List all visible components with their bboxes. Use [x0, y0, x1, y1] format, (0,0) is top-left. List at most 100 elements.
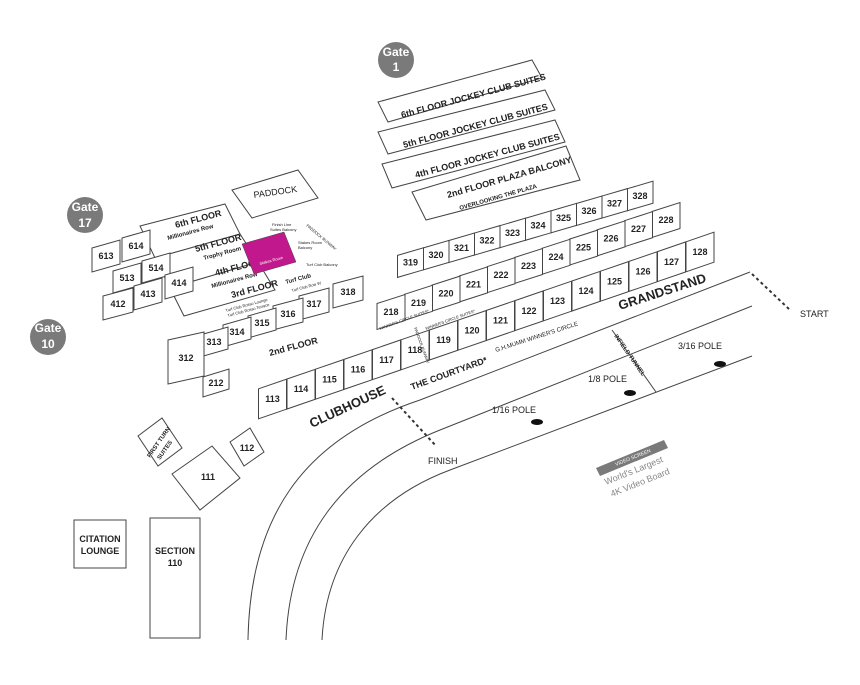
section-324-label: 324 [530, 221, 545, 231]
section-326[interactable]: 326 [575, 195, 603, 227]
section-228[interactable]: 228 [651, 201, 681, 239]
gate-17[interactable]: Gate 17 [67, 197, 103, 233]
section-414-label: 414 [171, 278, 186, 288]
pole-316-marker [714, 361, 726, 367]
track-rail-mid [285, 305, 753, 641]
gate-1[interactable]: Gate 1 [378, 42, 414, 78]
section-123[interactable]: 123 [543, 280, 572, 322]
section-614[interactable]: 614 [121, 229, 151, 263]
section-112-label: 112 [240, 443, 255, 453]
video-screen-tag[interactable] [596, 440, 668, 476]
section-327[interactable]: 327 [601, 187, 628, 219]
section-319-shape[interactable] [397, 247, 424, 279]
section-218-shape[interactable] [376, 293, 406, 331]
section-322[interactable]: 322 [473, 224, 501, 256]
section-124-label: 124 [578, 286, 593, 296]
section-226[interactable]: 226 [596, 220, 626, 257]
infield-line [611, 329, 657, 393]
section-321[interactable]: 321 [448, 232, 475, 264]
clubhouse-sections: 6136145135144124134143183173163153143133… [91, 229, 364, 398]
section-113[interactable]: 113 [258, 378, 287, 420]
section-225[interactable]: 225 [569, 229, 598, 266]
section-126[interactable]: 126 [628, 251, 658, 293]
section-316[interactable]: 316 [272, 297, 304, 331]
section-328[interactable]: 328 [626, 180, 654, 212]
pole-18-label: 1/8 POLE [588, 374, 627, 384]
section-128[interactable]: 128 [685, 231, 715, 273]
section-412-shape[interactable] [102, 287, 134, 321]
section-413[interactable]: 413 [133, 277, 163, 311]
section-121-label: 121 [493, 316, 508, 326]
turf-balcony-label: Turf Club Balcony [306, 262, 338, 267]
section-325[interactable]: 325 [550, 202, 577, 234]
section-114[interactable]: 114 [286, 368, 316, 410]
gate-1-label: Gate [383, 45, 410, 59]
section-113-label: 113 [265, 394, 280, 404]
first-turn-suites[interactable]: FIRST TURN SUITES [137, 417, 183, 467]
section-413-shape[interactable] [133, 277, 163, 311]
section-324[interactable]: 324 [524, 210, 552, 242]
start-line [751, 273, 791, 311]
section-412[interactable]: 412 [102, 287, 134, 321]
pole-116-label: 1/16 POLE [492, 405, 536, 415]
section-318-shape[interactable] [332, 275, 364, 309]
section-227[interactable]: 227 [624, 211, 653, 248]
citation-lounge[interactable]: CITATION LOUNGE [73, 519, 127, 569]
section-315[interactable]: 315 [247, 307, 277, 339]
section-319[interactable]: 319 [397, 247, 424, 279]
section-312-shape[interactable] [167, 331, 205, 385]
section-124[interactable]: 124 [571, 270, 601, 312]
clubhouse-floor-4[interactable] [169, 261, 276, 317]
section-120-label: 120 [464, 325, 479, 335]
section-113-shape[interactable] [258, 378, 287, 420]
section-212-shape[interactable] [202, 368, 230, 398]
section-221[interactable]: 221 [459, 266, 488, 303]
section-223[interactable]: 223 [514, 247, 543, 285]
section-115-label: 115 [322, 374, 337, 384]
section-219-label: 219 [411, 298, 426, 308]
gate-17-number: 17 [78, 216, 92, 230]
section-221-label: 221 [466, 279, 481, 289]
floor-2-label: 2nd FLOOR [268, 335, 319, 358]
section-220[interactable]: 220 [431, 275, 461, 312]
low-row: 1281271261251241231221211201191181171161… [258, 231, 715, 420]
start-label: START [800, 309, 829, 319]
section-212[interactable]: 212 [202, 368, 230, 398]
finish-line [391, 397, 437, 447]
section-127[interactable]: 127 [657, 241, 686, 283]
section-117[interactable]: 117 [372, 339, 401, 381]
section-613[interactable]: 613 [91, 239, 121, 273]
section-128-label: 128 [692, 247, 707, 257]
section-222[interactable]: 222 [486, 257, 516, 294]
section-212-label: 212 [208, 378, 223, 388]
section-323[interactable]: 323 [499, 217, 526, 249]
section-613-shape[interactable] [91, 239, 121, 273]
section-112[interactable]: 112 [229, 427, 265, 467]
gate-17-label: Gate [72, 200, 99, 214]
section-110[interactable]: SECTION 110 [149, 517, 201, 639]
gate-10[interactable]: Gate 10 [30, 319, 66, 355]
section-312[interactable]: 312 [167, 331, 205, 385]
section-318[interactable]: 318 [332, 275, 364, 309]
section-412-label: 412 [110, 299, 125, 309]
section-115[interactable]: 115 [315, 358, 344, 400]
section-224[interactable]: 224 [541, 238, 571, 275]
section-122[interactable]: 122 [514, 290, 544, 332]
section-414[interactable]: 414 [164, 266, 194, 300]
section-614-shape[interactable] [121, 229, 151, 263]
section-117-label: 117 [379, 355, 394, 365]
section-320[interactable]: 320 [422, 239, 450, 271]
paddock[interactable]: PADDOCK [231, 169, 319, 219]
section-111[interactable]: 111 [171, 445, 241, 511]
section-125-label: 125 [607, 276, 622, 286]
section-228-label: 228 [658, 215, 673, 225]
pole-316-label: 3/16 POLE [678, 341, 722, 351]
section-116[interactable]: 116 [343, 349, 373, 391]
stakes-room-highlight[interactable] [241, 231, 297, 275]
section-414-shape[interactable] [164, 266, 194, 300]
section-110-line2: 110 [168, 558, 183, 568]
section-218[interactable]: 218 [376, 293, 406, 331]
section-121[interactable]: 121 [486, 300, 515, 342]
